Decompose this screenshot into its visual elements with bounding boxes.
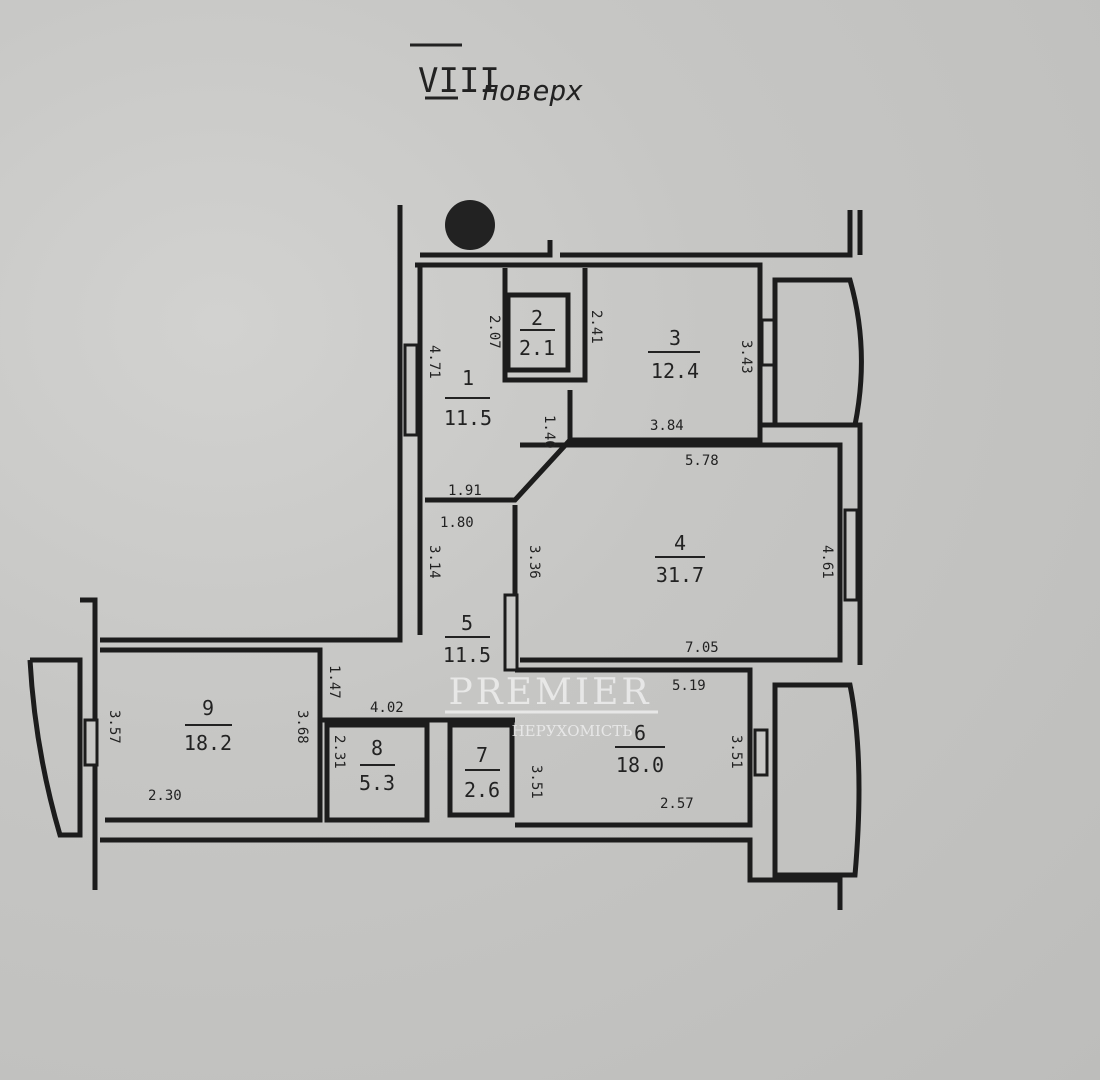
watermark-sub: НЕРУХОМІСТЬ (512, 722, 633, 740)
svg-text:5.78: 5.78 (685, 453, 719, 469)
svg-text:4.02: 4.02 (370, 700, 404, 716)
svg-text:3.14: 3.14 (426, 545, 442, 579)
room-labels: 111.5 22.1 312.4 431.7 511.5 618.0 72.6 … (184, 306, 705, 802)
svg-text:3.51: 3.51 (528, 765, 544, 799)
room-9-num: 9 (202, 696, 214, 720)
room-3-area: 12.4 (651, 359, 699, 383)
svg-text:1.91: 1.91 (448, 483, 482, 499)
room-2-area: 2.1 (519, 336, 555, 360)
dimension-labels: 4.71 2.07 2.41 3.43 1.40 3.84 5.78 1.91 … (106, 310, 835, 812)
svg-text:2.41: 2.41 (588, 310, 604, 344)
room-6-area: 18.0 (616, 753, 664, 777)
svg-text:2.57: 2.57 (660, 796, 694, 812)
room-5-num: 5 (461, 611, 473, 635)
svg-text:1.40: 1.40 (541, 415, 557, 449)
svg-text:3.43: 3.43 (738, 340, 754, 374)
svg-text:4.61: 4.61 (819, 545, 835, 579)
svg-text:1.80: 1.80 (440, 515, 474, 531)
windows (83, 318, 859, 777)
room-1-num: 1 (462, 366, 474, 390)
svg-text:2.07: 2.07 (486, 315, 502, 349)
svg-text:3.57: 3.57 (106, 710, 122, 744)
svg-text:3.68: 3.68 (294, 710, 310, 744)
svg-text:4.71: 4.71 (426, 345, 442, 379)
riser-mark-icon (445, 200, 495, 250)
room-4-num: 4 (674, 531, 686, 555)
watermark-brand: PREMIER (448, 672, 651, 713)
room-8-num: 8 (371, 736, 383, 760)
svg-text:3.36: 3.36 (526, 545, 542, 579)
svg-text:7.05: 7.05 (685, 640, 719, 656)
svg-text:3.84: 3.84 (650, 418, 684, 434)
room-5-area: 11.5 (443, 643, 491, 667)
room-2-num: 2 (531, 306, 543, 330)
svg-text:2.30: 2.30 (148, 788, 182, 804)
walls (27, 205, 864, 910)
floor-numeral: VIII (418, 61, 500, 101)
svg-text:3.51: 3.51 (728, 735, 744, 769)
room-8-area: 5.3 (359, 771, 395, 795)
room-4-area: 31.7 (656, 563, 704, 587)
floor-word: поверх (482, 74, 583, 107)
room-7-num: 7 (476, 743, 488, 767)
svg-text:5.19: 5.19 (672, 678, 706, 694)
svg-text:2.31: 2.31 (331, 735, 347, 769)
room-7-area: 2.6 (464, 778, 500, 802)
room-9-area: 18.2 (184, 731, 232, 755)
room-3-num: 3 (669, 326, 681, 350)
room-1-area: 11.5 (444, 406, 492, 430)
room-6-num: 6 (634, 721, 646, 745)
svg-text:1.47: 1.47 (326, 665, 342, 699)
